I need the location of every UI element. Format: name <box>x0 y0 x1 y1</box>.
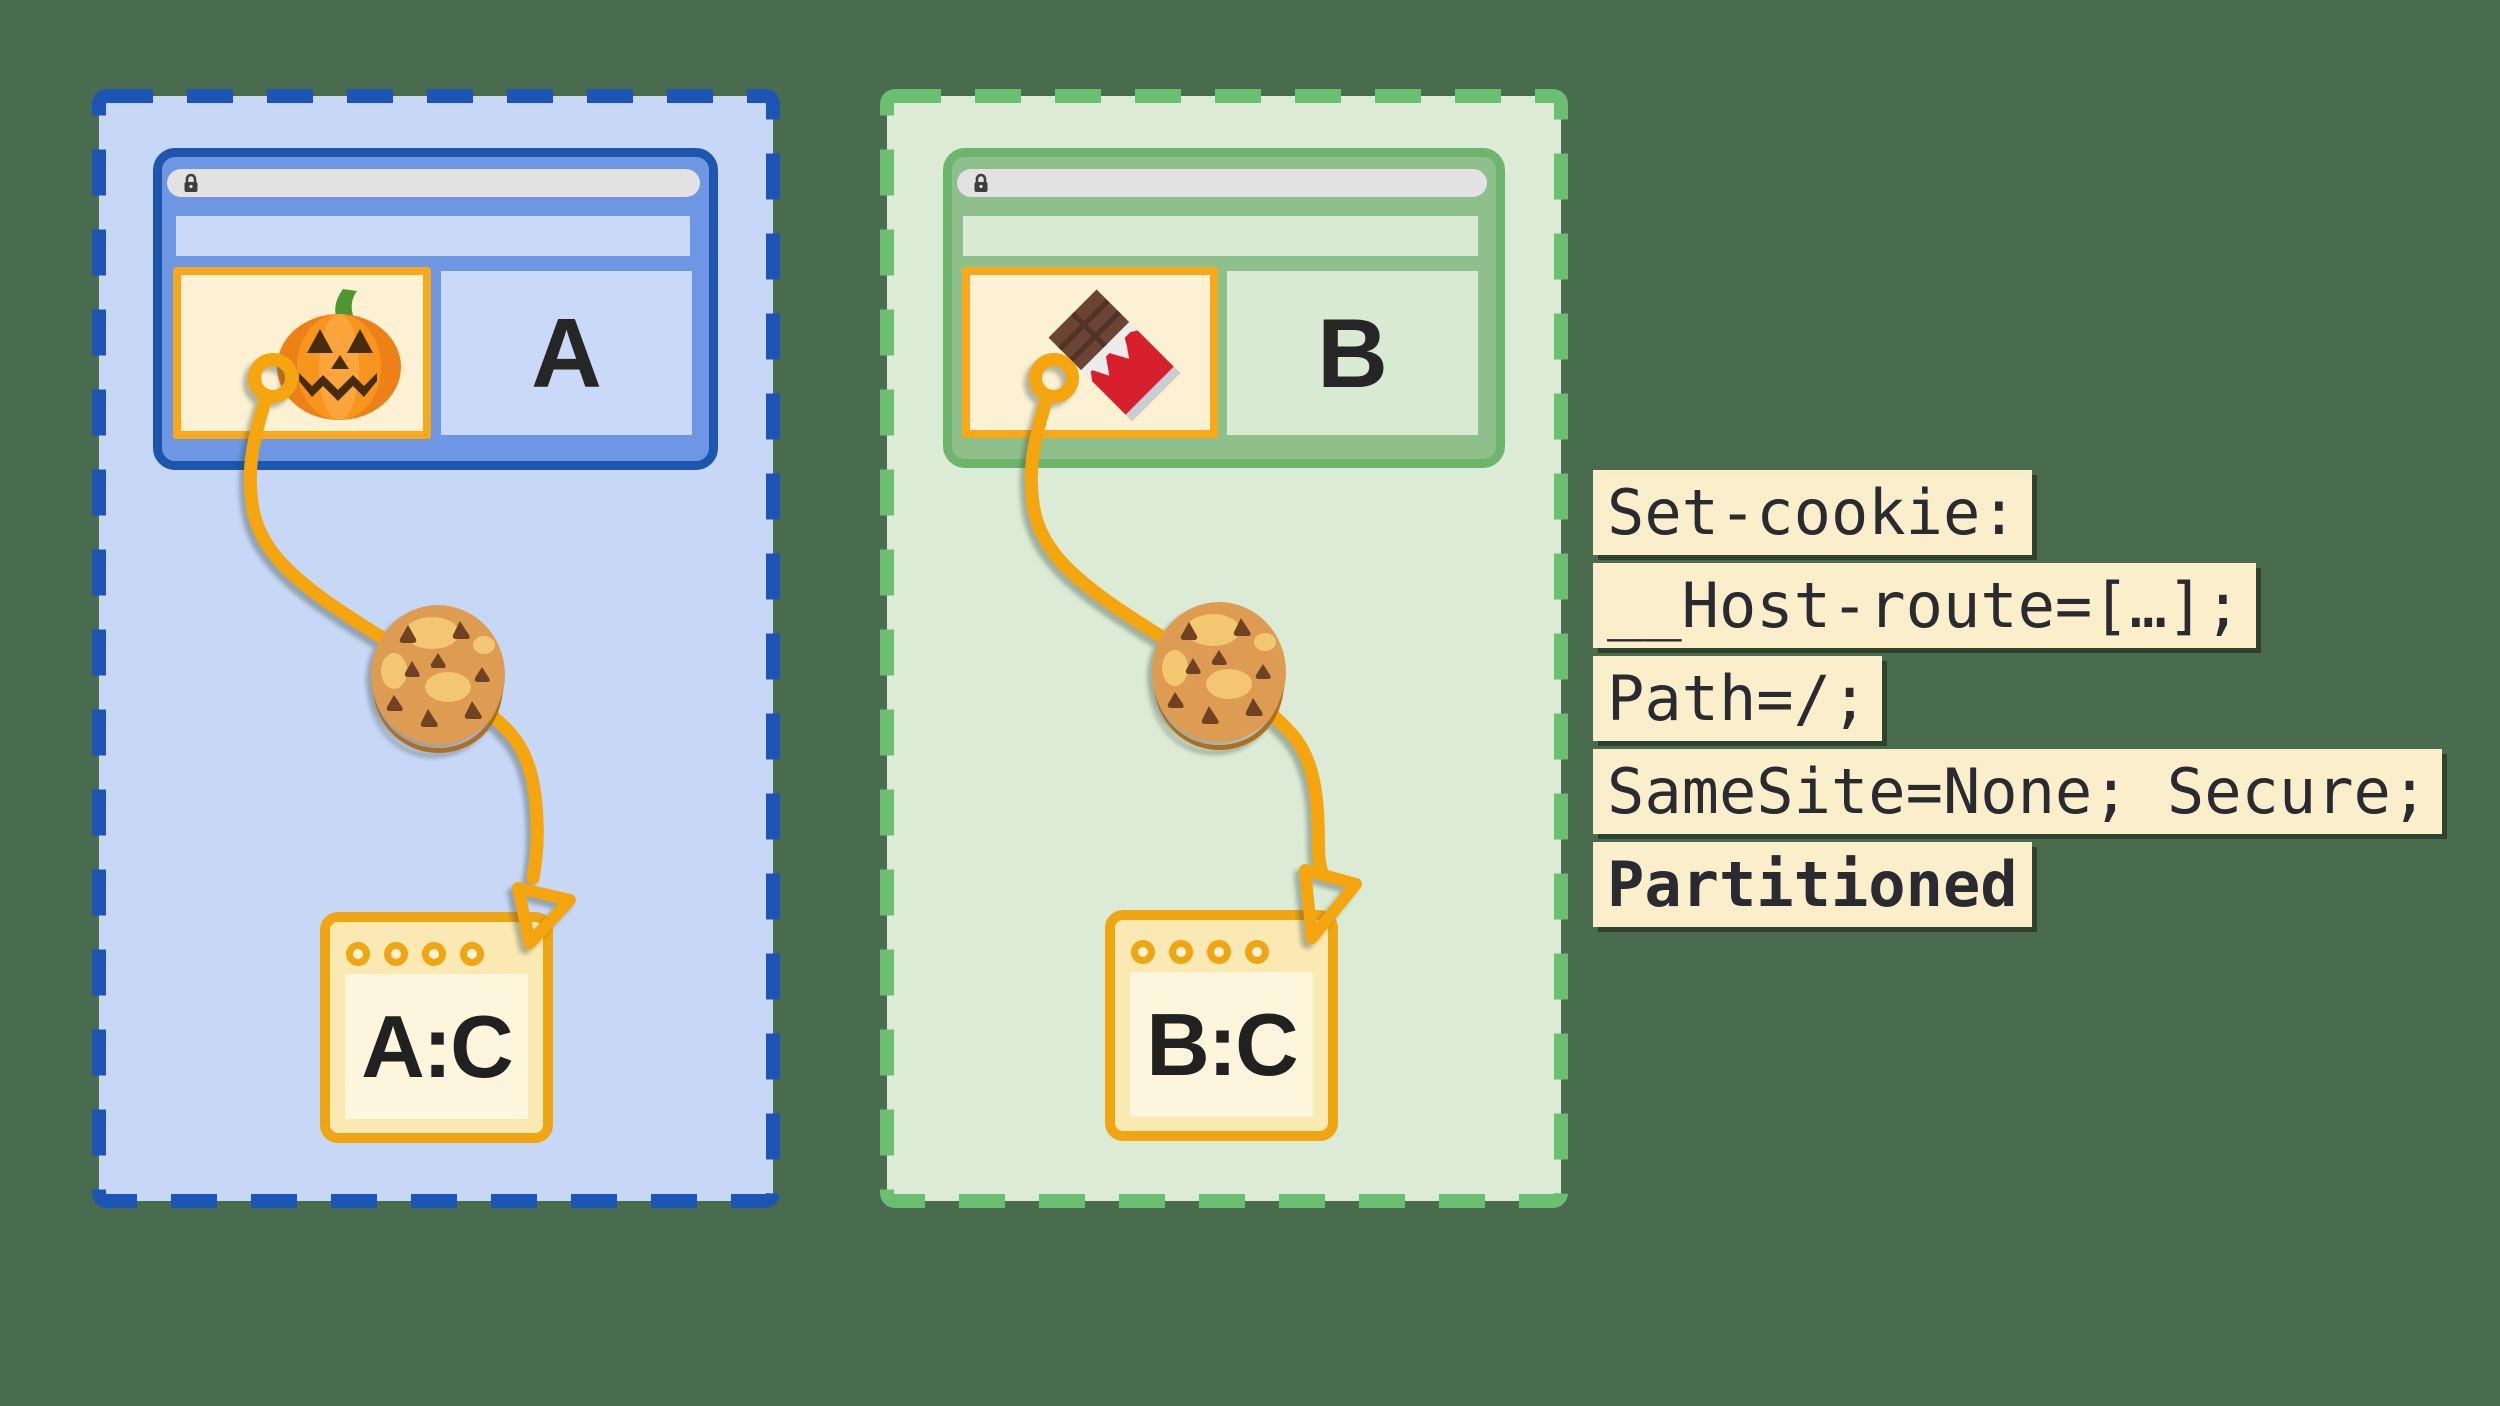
window-dot <box>384 942 408 966</box>
address-bar <box>957 169 1487 197</box>
jack-o-lantern-icon <box>277 289 401 420</box>
code-line-partitioned: Partitioned <box>1593 842 2032 927</box>
window-dot <box>460 942 484 966</box>
partition-key-a: A:C <box>345 974 528 1119</box>
page-letter: A <box>531 297 602 408</box>
window-dot <box>1245 940 1269 964</box>
address-bar <box>167 169 700 197</box>
third-party-iframe-a <box>173 267 431 439</box>
code-line: Path=/; <box>1593 656 1883 741</box>
browser-window-a: A <box>153 148 718 470</box>
window-dot <box>1169 940 1193 964</box>
lock-icon <box>184 173 198 192</box>
window-dot <box>422 942 446 966</box>
page-content-bar <box>176 216 690 256</box>
third-party-iframe-b <box>962 267 1218 438</box>
browser-window-b: B <box>943 148 1505 468</box>
set-cookie-code-block: Set-cookie: __Host-route=[…]; Path=/; Sa… <box>1593 470 2443 927</box>
code-line: __Host-route=[…]; <box>1593 563 2256 648</box>
window-dots <box>346 942 484 966</box>
page-letter: B <box>1317 297 1388 408</box>
page-content-bar <box>963 216 1478 256</box>
window-dot <box>1131 940 1155 964</box>
partition-storage-a: A:C <box>320 912 553 1143</box>
code-line: SameSite=None; Secure; <box>1593 749 2443 834</box>
partition-key-b: B:C <box>1130 972 1313 1117</box>
lock-icon <box>974 173 988 192</box>
window-dot <box>1207 940 1231 964</box>
page-label-a: A <box>441 271 692 435</box>
chocolate-bar-icon <box>1048 289 1181 422</box>
window-dots <box>1131 940 1269 964</box>
partition-storage-b: B:C <box>1105 910 1338 1141</box>
code-line: Set-cookie: <box>1593 470 2032 555</box>
window-dot <box>346 942 370 966</box>
page-label-b: B <box>1227 271 1478 435</box>
